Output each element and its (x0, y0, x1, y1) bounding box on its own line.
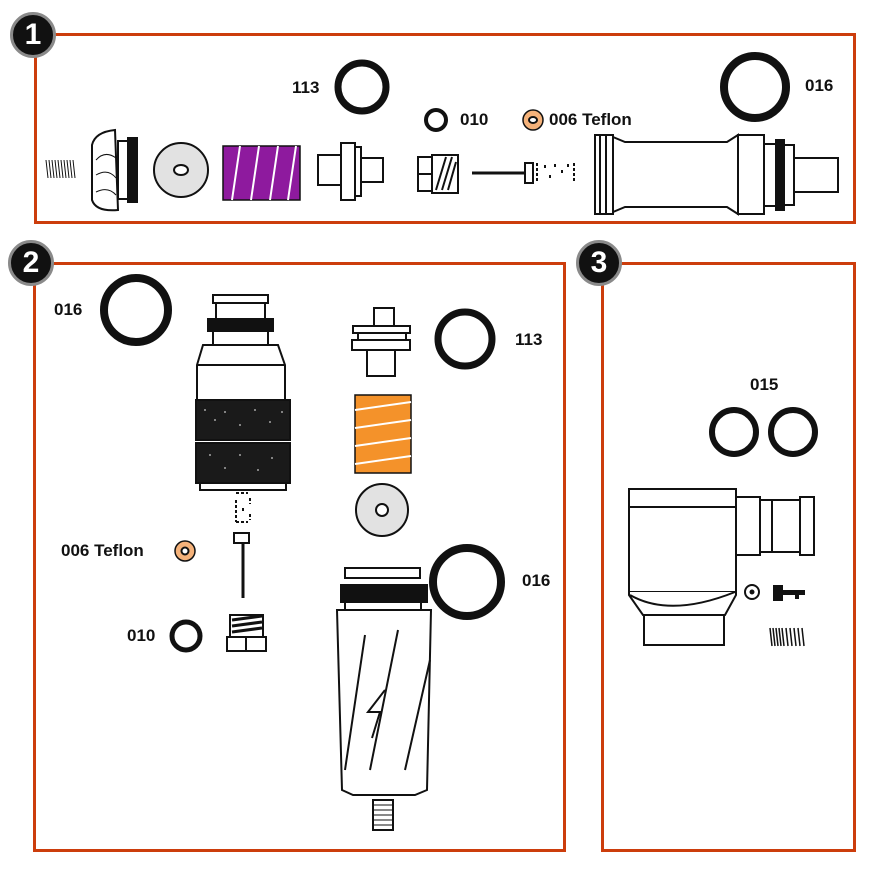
lower-body-icon (335, 567, 433, 831)
upper-body-icon (195, 294, 291, 491)
label-oring-113: 113 (292, 78, 320, 97)
label-oring-016: 016 (54, 300, 83, 319)
piston-icon (351, 307, 411, 377)
label-teflon-006: 006 Teflon (61, 541, 144, 560)
label-oring-113: 113 (515, 330, 543, 349)
pin-valve-icon (233, 492, 251, 598)
panel-1 (34, 33, 856, 224)
oring-010-icon (169, 619, 203, 653)
small-oring-icon (744, 584, 760, 600)
teflon-ring-icon (522, 109, 544, 131)
small-spring-icon (45, 159, 76, 179)
oring-015-icon (709, 407, 759, 457)
label-oring-010: 010 (460, 110, 489, 129)
lower-cap-icon (628, 488, 815, 646)
teflon-ring-icon (174, 540, 196, 562)
orange-spring-icon (354, 394, 412, 474)
panel-2 (33, 262, 566, 852)
oring-016-icon (100, 274, 172, 346)
washer-icon (355, 483, 409, 537)
oring-015-icon (768, 407, 818, 457)
panel-3 (601, 262, 856, 852)
label-oring-016: 016 (522, 571, 551, 590)
knurl-pattern (204, 409, 283, 471)
oring-113-icon (334, 59, 390, 115)
oring-010-icon (424, 108, 448, 132)
threaded-plug-icon (226, 614, 267, 652)
label-oring-010: 010 (127, 626, 156, 645)
label-oring-016: 016 (805, 76, 834, 95)
oring-016-icon (720, 52, 790, 122)
label-teflon-006: 006 Teflon (549, 110, 632, 129)
piston-icon (317, 142, 384, 201)
oring-016-icon (429, 544, 505, 620)
valve-core-icon (773, 585, 805, 601)
pin-valve-icon (472, 162, 575, 184)
washer-icon (153, 142, 209, 198)
air-shaft-body-icon (594, 133, 839, 216)
end-cap-icon (91, 128, 138, 212)
step-badge-1: 1 (10, 12, 56, 58)
step-badge-2: 2 (8, 240, 54, 286)
oring-113-icon (434, 308, 496, 370)
small-spring-icon (769, 627, 805, 647)
threaded-plug-icon (417, 154, 459, 194)
step-badge-3: 3 (576, 240, 622, 286)
purple-spring-icon (222, 145, 301, 201)
label-oring-015: 015 (750, 375, 779, 394)
